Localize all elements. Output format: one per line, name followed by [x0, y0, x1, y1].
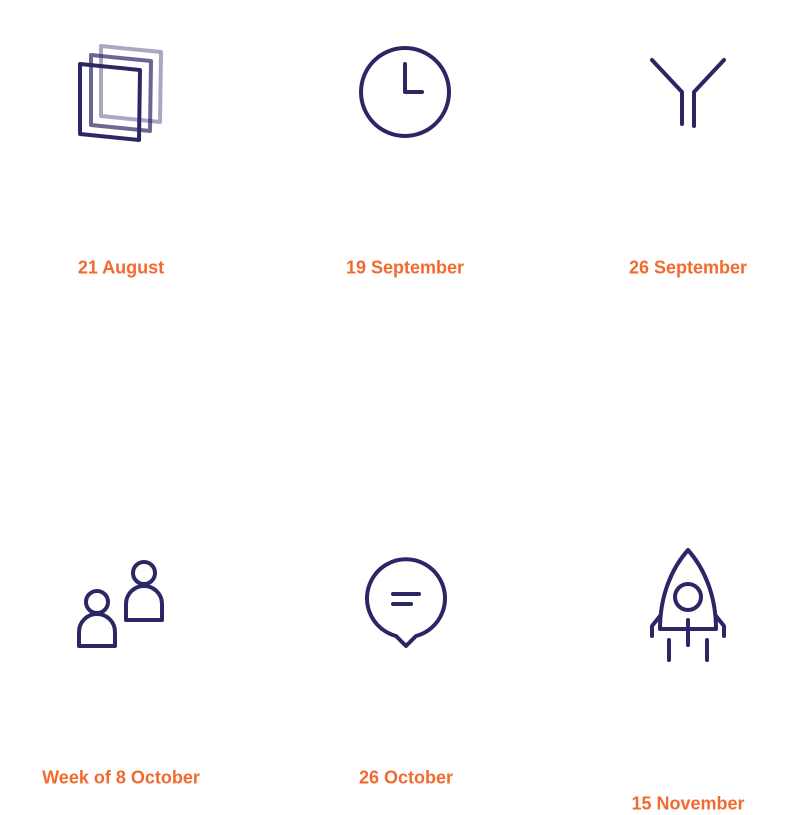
- milestone-date-label: 19 September: [345, 257, 465, 278]
- milestone-date-label: 26 September: [628, 257, 748, 278]
- milestone-date-label: 15 November: [631, 793, 745, 814]
- clock-icon: [359, 46, 451, 138]
- layers-icon: [78, 44, 163, 142]
- milestone-date-label: 26 October: [358, 767, 454, 788]
- milestone-date-label: Week of 8 October: [42, 767, 200, 788]
- rocket-icon: [650, 548, 726, 662]
- chat-bubble-icon: [365, 557, 447, 648]
- milestone-date-label: 21 August: [77, 257, 165, 278]
- people-icon: [77, 560, 164, 648]
- fork-icon: [650, 58, 726, 128]
